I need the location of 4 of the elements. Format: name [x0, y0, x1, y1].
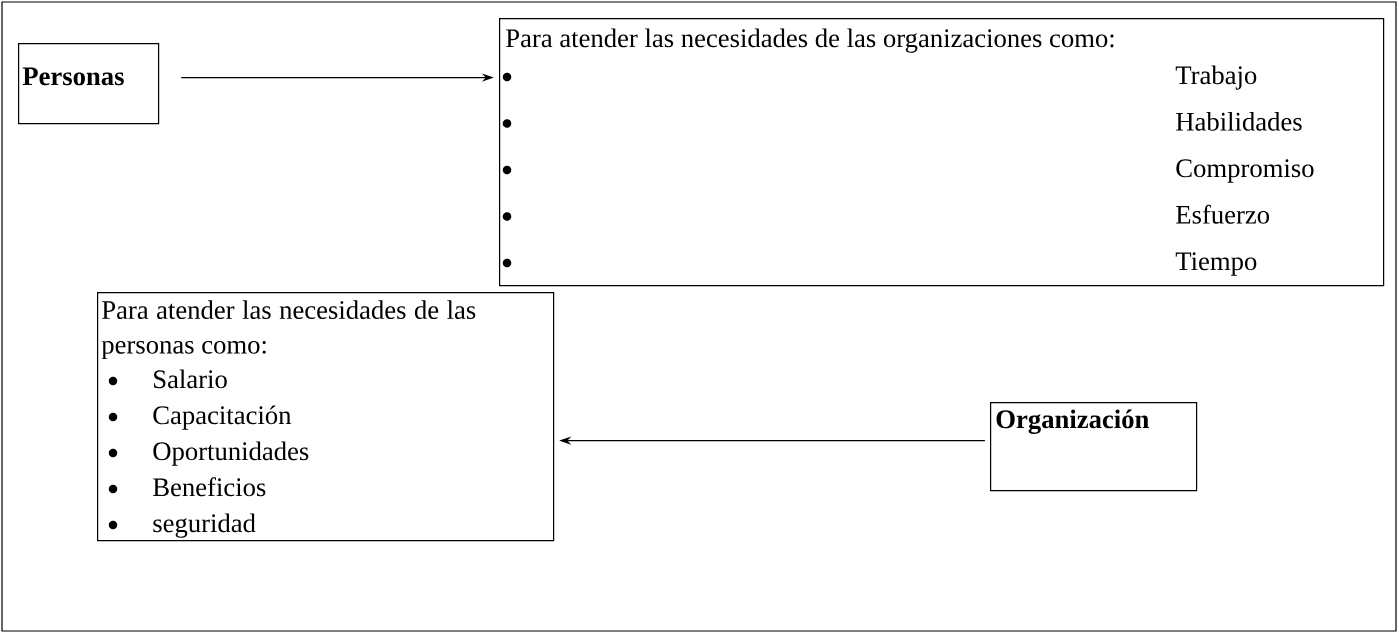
label-box: Organización	[990, 402, 1198, 492]
label-box: Personas	[18, 43, 160, 125]
list-box: Para atender las necesidades de las organizaciones como: Trabajo Habilidades Compromiso Esfuerzo Tiempo	[499, 18, 1385, 287]
list-box: Para atender las necesidades de las personas como: Salario Capacitación Oportunidades Beneficios seguridad	[97, 292, 555, 542]
